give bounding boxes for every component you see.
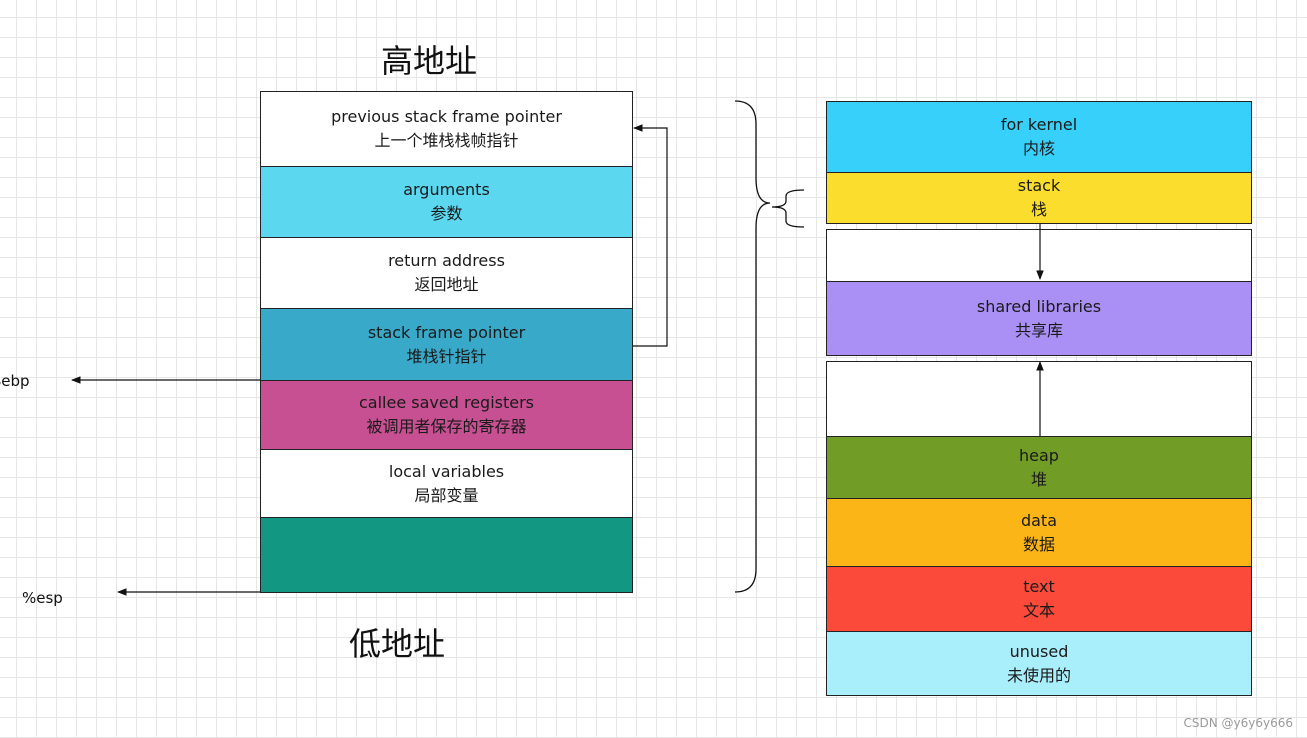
shared-libraries-segment: shared libraries 共享库 xyxy=(826,281,1252,356)
segment-label-en: for kernel xyxy=(1000,115,1078,134)
segment-label-en: text xyxy=(1023,577,1055,596)
segment-label-zh: 未使用的 xyxy=(1006,665,1071,685)
stack-frame-pointer-block: stack frame pointer 堆栈针指针 xyxy=(260,308,633,381)
block-label-zh: 堆栈针指针 xyxy=(406,346,487,366)
block-label-en: arguments xyxy=(403,180,490,199)
stack-frame-brace xyxy=(734,100,771,593)
segment-label-en: data xyxy=(1020,510,1058,530)
local-variables-block: local variables 局部变量 xyxy=(260,449,633,518)
watermark: CSDN @y6y6y666 xyxy=(1183,716,1293,730)
kernel-segment: for kernel 内核 xyxy=(826,101,1252,173)
block-label-en: callee saved registers xyxy=(359,393,534,412)
segment-label-en: shared libraries xyxy=(976,296,1102,316)
return-address-block: return address 返回地址 xyxy=(260,237,633,309)
segment-label-zh: 堆 xyxy=(1030,469,1047,489)
ebp-pointer-label: %ebp xyxy=(0,372,30,390)
segment-label-zh: 内核 xyxy=(1022,139,1055,158)
block-label-en: return address xyxy=(388,251,505,270)
esp-pointer-label: %esp xyxy=(22,589,63,607)
stack-segment-brace xyxy=(771,189,805,228)
segment-label-zh: 文本 xyxy=(1022,601,1055,620)
block-label-zh: 参数 xyxy=(430,204,463,223)
previous-stack-frame-pointer-block: previous stack frame pointer 上一个堆栈栈帧指针 xyxy=(260,91,633,167)
high-address-label: 高地址 xyxy=(381,42,478,80)
block-label-zh: 局部变量 xyxy=(414,485,479,505)
text-segment: text 文本 xyxy=(826,566,1252,632)
low-address-label: 低地址 xyxy=(349,625,446,663)
heap-growth-gap xyxy=(826,361,1252,437)
stack-top-block xyxy=(260,517,633,593)
segment-label-en: unused xyxy=(1009,641,1069,661)
block-label-en: local variables xyxy=(388,461,505,481)
frame-pointer-link-arrow xyxy=(633,124,668,347)
segment-label-zh: 数据 xyxy=(1022,534,1055,554)
callee-saved-registers-block: callee saved registers 被调用者保存的寄存器 xyxy=(260,380,633,450)
heap-segment: heap 堆 xyxy=(826,436,1252,499)
block-label-zh: 被调用者保存的寄存器 xyxy=(366,417,527,436)
block-label-zh: 上一个堆栈栈帧指针 xyxy=(374,131,519,150)
segment-label-zh: 共享库 xyxy=(1014,320,1063,340)
block-label-zh: 返回地址 xyxy=(414,275,479,294)
unused-segment: unused 未使用的 xyxy=(826,631,1252,696)
block-label-en: stack frame pointer xyxy=(367,322,526,342)
stack-segment: stack 栈 xyxy=(826,172,1252,224)
segment-label-zh: 栈 xyxy=(1030,200,1047,219)
block-label-en: previous stack frame pointer xyxy=(331,107,562,126)
segment-label-en: heap xyxy=(1019,445,1059,465)
segment-label-en: stack xyxy=(1017,176,1061,195)
